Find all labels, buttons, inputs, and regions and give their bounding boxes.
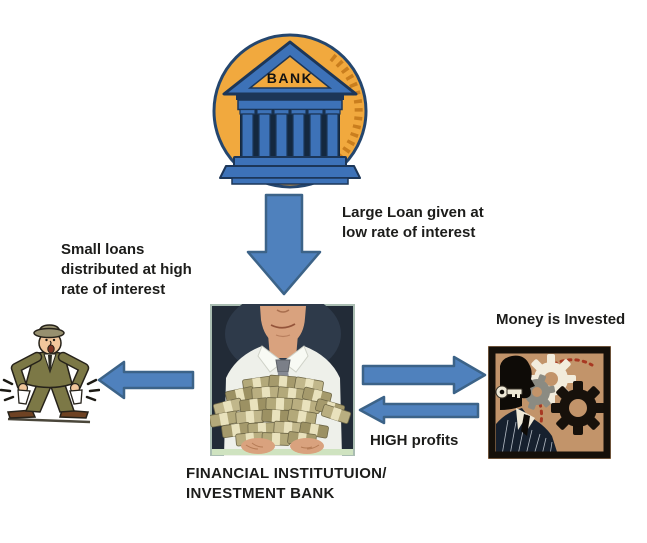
high-profits-label: HIGH profits xyxy=(370,432,459,449)
institution-caption: FINANCIAL INSTITUTUION/ INVESTMENT BANK xyxy=(186,464,387,504)
label-line: Small loans xyxy=(61,241,145,258)
label-line: FINANCIAL INSTITUTUION/ xyxy=(186,465,387,482)
left-arrow-small-loans xyxy=(97,360,195,400)
label-line: low rate of interest xyxy=(342,224,476,241)
investment-gears-image xyxy=(488,346,611,459)
right-arrow-investment xyxy=(361,355,487,395)
left-arrow-profits xyxy=(358,395,480,425)
money-invested-label: Money is Invested xyxy=(496,311,626,328)
label-line: Large Loan given at xyxy=(342,204,484,221)
label-line: rate of interest xyxy=(61,281,166,298)
key-icon xyxy=(495,385,523,399)
bank-building-icon: BANK xyxy=(212,33,368,189)
cash-holder-photo xyxy=(210,304,355,456)
large-loan-label: Large Loan given at low rate of interest xyxy=(342,203,484,243)
small-loans-label: Small loans distributed at high rate of … xyxy=(61,240,192,300)
down-arrow xyxy=(246,193,322,296)
bank-sign-label: BANK xyxy=(267,70,313,86)
label-line: distributed at high xyxy=(61,261,192,278)
label-line: INVESTMENT BANK xyxy=(186,485,335,502)
empty-pockets-man-icon xyxy=(0,324,100,424)
